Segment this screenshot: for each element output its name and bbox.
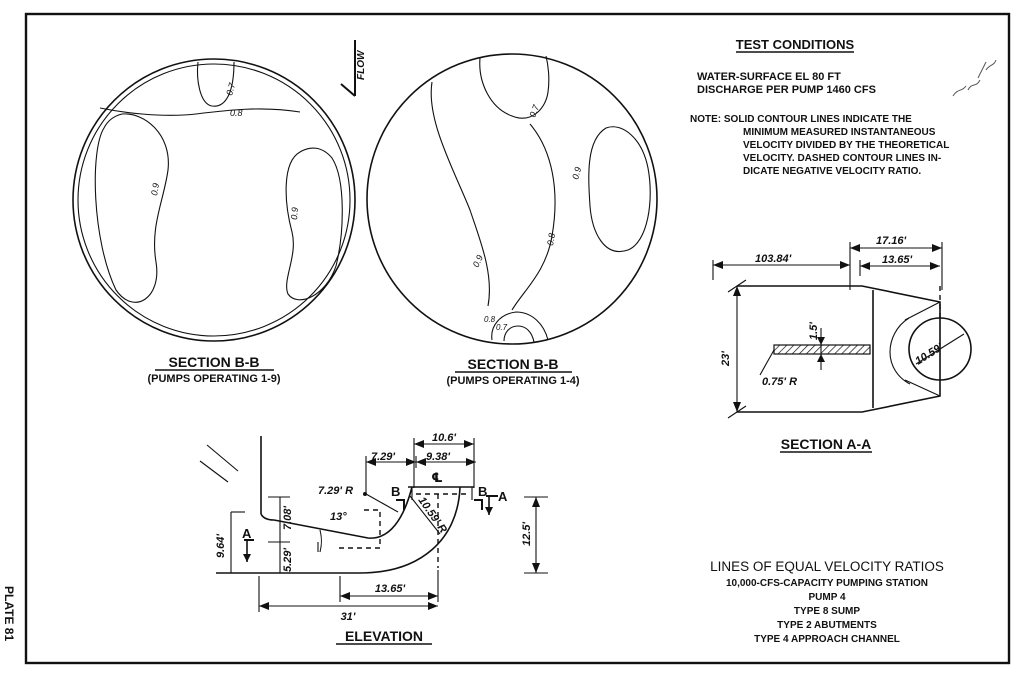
dim-inner-width: 13.65' <box>882 254 913 266</box>
caption-line: TYPE 4 APPROACH CHANNEL <box>754 634 900 645</box>
plate-number: PLATE 81 <box>2 586 16 641</box>
dim-length: 103.84' <box>755 253 792 265</box>
marker-a-left: A <box>242 526 252 541</box>
handwritten-mark <box>952 59 997 97</box>
note-line: NOTE: SOLID CONTOUR LINES INDICATE THE <box>690 114 912 125</box>
caption-line: TYPE 2 ABUTMENTS <box>777 620 877 631</box>
test-conditions-title: TEST CONDITIONS <box>736 37 855 52</box>
elev-dim: 12.5' <box>521 522 533 546</box>
section-aa-drawing <box>712 242 972 419</box>
note-line: VELOCITY. DASHED CONTOUR LINES IN- <box>743 153 941 164</box>
elev-dim: 7.08' <box>282 506 294 530</box>
note-line: VELOCITY DIVIDED BY THE THEORETICAL <box>743 140 949 151</box>
page-frame <box>24 12 1011 665</box>
elev-dim: 5.29' <box>282 548 294 572</box>
contour-label: 0.9 <box>471 253 485 269</box>
flow-label: FLOW <box>356 49 367 80</box>
test-conditions-line2: DISCHARGE PER PUMP 1460 CFS <box>697 84 876 96</box>
dim-thickness: 1.5' <box>808 322 820 340</box>
marker-b-left: B <box>391 484 400 499</box>
contour-label: 0.9 <box>570 166 583 181</box>
elev-dim: 7.29' <box>371 451 395 463</box>
elevation-drawing <box>199 436 548 612</box>
caption-title: LINES OF EQUAL VELOCITY RATIOS <box>710 559 944 574</box>
elev-dim: 13° <box>330 511 347 523</box>
contour-label: 0.7 <box>496 323 508 332</box>
elevation-title: ELEVATION <box>345 628 423 644</box>
elev-dim: 9.64' <box>215 534 227 558</box>
elev-dim: 13.65' <box>375 583 406 595</box>
section-aa-title: SECTION A-A <box>781 436 871 452</box>
elev-dim: 31' <box>341 611 356 623</box>
dim-top-width: 17.16' <box>876 235 907 247</box>
contour-label: 0.8 <box>230 108 243 118</box>
section-bb-pumps-1-9: 0.7 0.8 0.9 0.9 <box>72 58 356 342</box>
dim-height: 23' <box>720 351 732 367</box>
contour-label: 0.8 <box>484 315 496 324</box>
marker-b-right: B <box>478 484 487 499</box>
section1-subtitle: (PUMPS OPERATING 1-9) <box>147 373 280 385</box>
contour-label: 0.7 <box>224 81 237 97</box>
elev-dim: 9.38' <box>426 451 450 463</box>
section2-title: SECTION B-B <box>468 356 559 372</box>
centerline-symbol: ℄ <box>431 470 443 485</box>
contour-label: 0.9 <box>289 207 300 220</box>
marker-a-right: A <box>498 489 508 504</box>
elev-dim: 10.6' <box>432 432 456 444</box>
elev-dim: 7.29' R <box>318 485 353 497</box>
dim-radius: 0.75' R <box>762 376 797 388</box>
test-conditions-line1: WATER-SURFACE EL 80 FT <box>697 71 841 83</box>
elev-dim: 10.59' R <box>416 495 449 536</box>
flow-arrow: FLOW <box>340 40 367 97</box>
caption-line: PUMP 4 <box>808 592 845 603</box>
contour-label: 0.9 <box>149 182 161 196</box>
caption-line: 10,000-CFS-CAPACITY PUMPING STATION <box>726 578 928 589</box>
note-line: DICATE NEGATIVE VELOCITY RATIO. <box>743 166 921 177</box>
section-bb-pumps-1-4: 0.7 0.9 0.9 0.8 0.8 0.7 <box>366 53 658 345</box>
caption-line: TYPE 8 SUMP <box>794 606 860 617</box>
section2-subtitle: (PUMPS OPERATING 1-4) <box>446 375 579 387</box>
section1-title: SECTION B-B <box>169 354 260 370</box>
contour-label: 0.7 <box>527 103 541 119</box>
note-line: MINIMUM MEASURED INSTANTANEOUS <box>743 127 936 138</box>
contour-label: 0.8 <box>545 232 557 246</box>
